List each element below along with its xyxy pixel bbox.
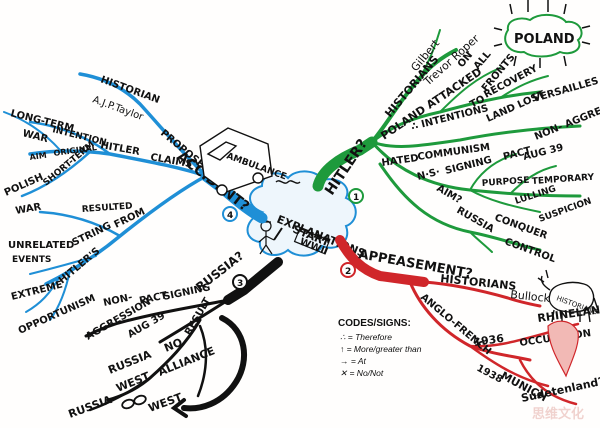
branch-appeasement-main (335, 235, 429, 287)
branch-russia-number-badge (232, 274, 248, 290)
bull-body (548, 281, 595, 313)
poland-image: POLAND (493, 0, 591, 68)
branch-russia-number: 3 (237, 279, 243, 289)
branch-appeasement-number-badge (340, 262, 356, 278)
label-aim-a: AIM (29, 151, 47, 162)
branch-accident-number-badge (222, 206, 238, 222)
label-hated: HATED (381, 153, 419, 169)
label-russia-w: RUSSIA (67, 393, 115, 421)
label-unrelated: UNRELATED (8, 240, 74, 251)
label-purpose: PURPOSE (482, 176, 530, 189)
poland-outline (504, 14, 583, 58)
broken-chain-icon (121, 394, 147, 410)
legend-item-at: → = At (340, 356, 367, 366)
label-no: NO (162, 336, 184, 355)
branch-appeasement (335, 235, 580, 406)
watermark: 思维文化 (532, 406, 584, 422)
poland-label: POLAND (514, 32, 575, 47)
russia-curved-arrow (181, 315, 248, 412)
legend-title: CODES/SIGNS: (338, 318, 411, 329)
rhineland-shape (547, 320, 579, 378)
label-events: EVENTS (12, 255, 51, 265)
label-war-1: WAR (21, 128, 49, 145)
label-all: ALL (472, 49, 494, 72)
label-war-2: WAR (15, 202, 43, 217)
label-1936: 1936 (473, 332, 505, 349)
branch-russia-main (223, 257, 283, 305)
branch-hitler-number: 1 (353, 193, 359, 203)
label-ajp-taylor: A.J.P.Taylor (91, 94, 146, 123)
legend: CODES/SIGNS: ∴ = Therefore ↑ = More/grea… (338, 318, 422, 378)
poland-arrows (493, 0, 591, 68)
label-control: CONTROL (503, 236, 558, 265)
label-result: RESULT (183, 296, 213, 338)
legend-item-more: ↑ = More/greater than (340, 344, 422, 354)
label-resulted: RESULTED (82, 201, 133, 215)
label-extreme: EXTREME (10, 279, 64, 302)
branch-hitler-number-badge (348, 188, 364, 204)
label-bullock: Bullock (510, 288, 552, 305)
branch-accident-number: 4 (227, 211, 233, 221)
soldier-doodle (258, 220, 283, 255)
branch-appeasement-number: 2 (345, 267, 351, 277)
branch-hitler-main (312, 136, 378, 192)
label-lulling: LULLING (514, 184, 557, 207)
label-suspicion: SUSPICION (538, 196, 593, 224)
branch-hitler (312, 29, 582, 253)
label-temporary: TEMPORARY (532, 173, 595, 187)
legend-item-no: ✕ = No/Not (340, 368, 384, 378)
branch-russia-labels: RUSSIA? 3 SIGNING PACT NON- AGGRESSION A… (67, 249, 248, 421)
branch-accident (3, 72, 268, 321)
label-nazi-soviet: N·S· (416, 167, 441, 183)
branch-russia (84, 257, 283, 418)
legend-item-therefore: ∴ = Therefore (340, 332, 392, 342)
wwii-box (293, 227, 331, 255)
label-opportunism: OPPORTUNISM (17, 293, 97, 337)
